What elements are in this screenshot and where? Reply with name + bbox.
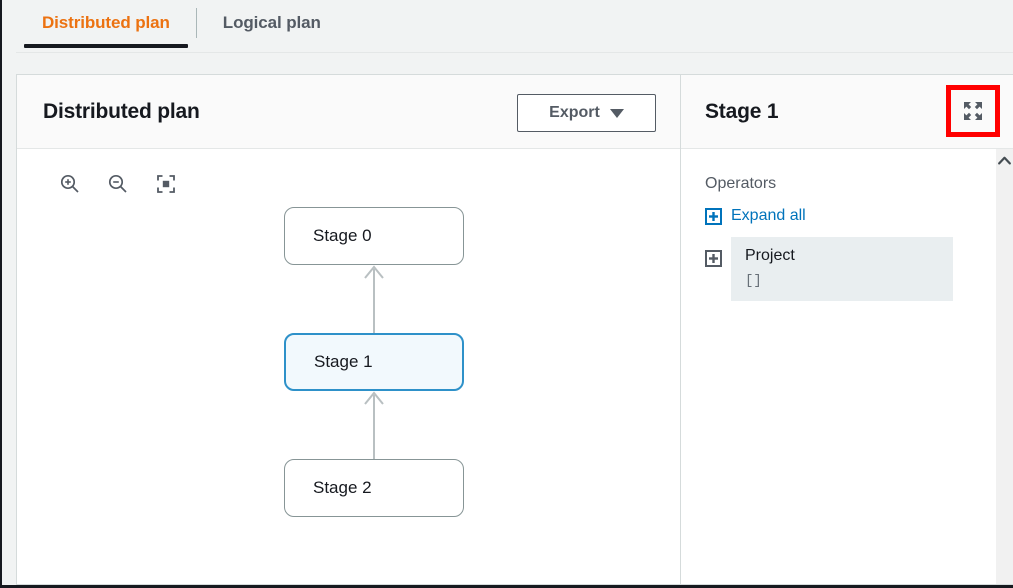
graph-node-stage-0[interactable]: Stage 0 — [284, 207, 464, 265]
zoom-out-icon[interactable] — [105, 171, 131, 197]
tab-distributed-plan-label: Distributed plan — [42, 13, 170, 32]
edge-line — [373, 269, 375, 335]
plan-graph-canvas[interactable]: Stage 0 Stage 1 — [17, 149, 680, 584]
graph-node-stage-2[interactable]: Stage 2 — [284, 459, 464, 517]
graph-node-stage-1-label: Stage 1 — [314, 352, 373, 371]
arrow-head-icon — [364, 391, 384, 405]
expand-panel-button[interactable] — [946, 85, 1000, 137]
chevron-up-icon — [998, 156, 1011, 164]
left-panel-header: Distributed plan Export — [17, 75, 680, 149]
operator-row: Project [] — [705, 237, 1013, 301]
right-panel-header: Stage 1 — [681, 75, 1013, 149]
distributed-plan-panel: Distributed plan Export — [17, 75, 681, 584]
plan-card: Distributed plan Export — [16, 74, 1013, 585]
edge-line — [373, 395, 375, 461]
operator-card-project[interactable]: Project [] — [731, 237, 953, 301]
expand-all-label: Expand all — [731, 207, 806, 224]
expand-all-button[interactable]: Expand all — [705, 207, 1013, 225]
operators-section: Operators Expand all — [681, 149, 1013, 584]
tab-distributed-plan[interactable]: Distributed plan — [16, 0, 196, 48]
stage-details-panel: Stage 1 Operators — [681, 75, 1013, 584]
expand-fullscreen-icon — [964, 102, 982, 120]
stage-title: Stage 1 — [705, 99, 779, 123]
operators-scrollbar[interactable] — [996, 149, 1013, 584]
fit-to-screen-icon[interactable] — [153, 171, 179, 197]
tab-logical-plan[interactable]: Logical plan — [197, 0, 347, 46]
tab-bar: Distributed plan Logical plan — [2, 0, 1013, 56]
arrow-head-icon — [364, 265, 384, 279]
plus-box-icon[interactable] — [705, 250, 722, 267]
page-title: Distributed plan — [43, 99, 200, 123]
export-button[interactable]: Export — [517, 94, 656, 132]
scroll-up-button[interactable] — [996, 149, 1013, 171]
tab-list: Distributed plan Logical plan — [16, 0, 347, 56]
tab-logical-plan-label: Logical plan — [222, 13, 321, 32]
plus-box-icon — [705, 207, 722, 225]
zoom-in-icon[interactable] — [57, 171, 83, 197]
operators-label: Operators — [705, 175, 777, 192]
graph-toolbar — [57, 171, 179, 197]
chevron-down-icon — [609, 108, 624, 118]
graph-node-stage-1[interactable]: Stage 1 — [284, 333, 464, 391]
export-button-label: Export — [549, 104, 600, 121]
graph-node-stage-0-label: Stage 0 — [313, 226, 372, 245]
operator-detail: [] — [745, 273, 762, 289]
tab-separator — [195, 8, 197, 38]
graph-node-stage-2-label: Stage 2 — [313, 478, 372, 497]
operator-name: Project — [745, 247, 795, 264]
tab-bar-underline — [16, 52, 1013, 53]
